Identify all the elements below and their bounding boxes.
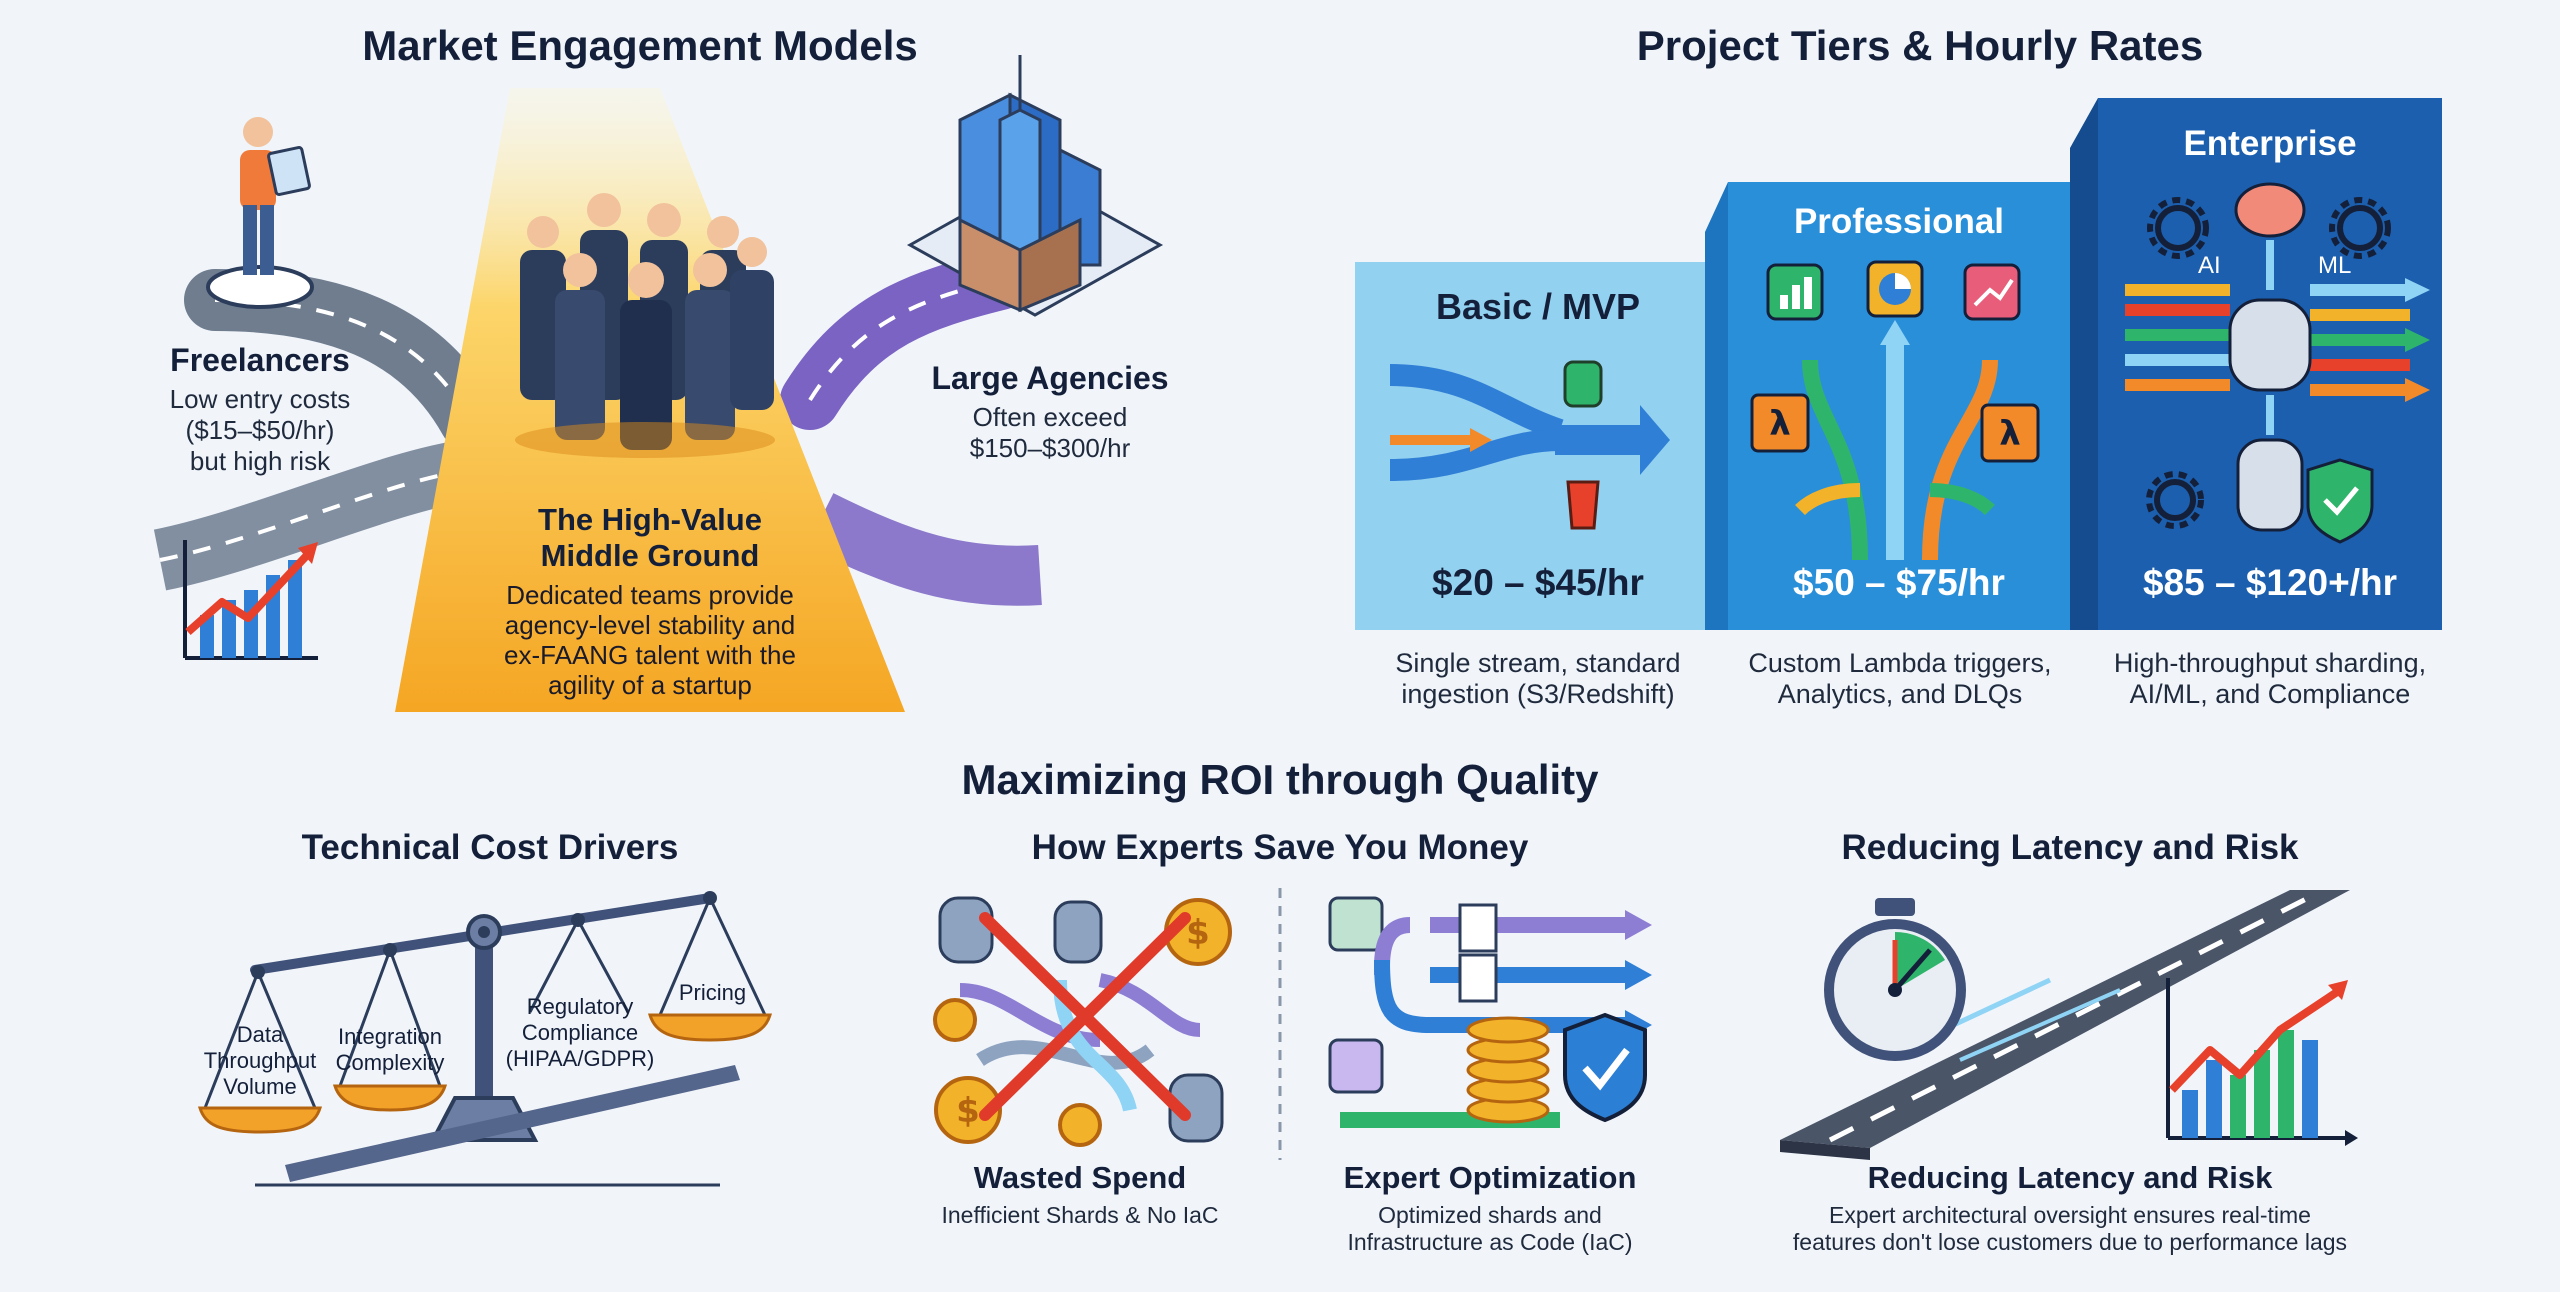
wasted-spend-desc: Inefficient Shards & No IaC <box>880 1202 1280 1229</box>
latency-caption-desc: Expert architectural oversight ensures r… <box>1740 1202 2400 1256</box>
cost-driver-line: Throughput <box>203 1048 317 1073</box>
cost-driver-line: (HIPAA/GDPR) <box>505 1046 655 1071</box>
expert-optimization-line: Infrastructure as Code (IaC) <box>1347 1229 1633 1255</box>
cost-driver-compliance: Regulatory Compliance (HIPAA/GDPR) <box>495 994 665 1072</box>
agency-building-icon <box>906 55 1164 317</box>
enterprise-ml-badge: ML <box>2318 252 2352 279</box>
cost-driver-line: Integration <box>338 1024 442 1049</box>
tier-enterprise-desc: High-throughput sharding, AI/ML, and Com… <box>2080 648 2460 710</box>
tier-professional-desc: Custom Lambda triggers, Analytics, and D… <box>1710 648 2090 710</box>
enterprise-sharding-icon <box>2125 182 2430 544</box>
freelancers-line: ($15–$50/hr) <box>185 415 335 445</box>
freelancers-title: Freelancers <box>170 342 350 378</box>
latency-growth-chart-icon <box>2166 978 2358 1146</box>
tier-enterprise-panel <box>2070 98 2442 630</box>
svg-text:$: $ <box>956 1091 980 1131</box>
svg-text:$: $ <box>1186 913 1210 953</box>
wasted-spend-title: Wasted Spend <box>973 1160 1187 1195</box>
tier-basic-name: Basic / MVP <box>1435 286 1641 327</box>
tier-enterprise-name: Enterprise <box>2183 124 2357 163</box>
roi-title: Maximizing ROI through Quality <box>961 756 1599 803</box>
latency-title: Reducing Latency and Risk <box>1841 828 2299 867</box>
agencies-desc: Often exceed $150–$300/hr <box>910 402 1190 464</box>
tier-basic-desc: Single stream, standard ingestion (S3/Re… <box>1335 648 1741 710</box>
expert-optimization-icon <box>1328 896 1652 1128</box>
wasted-spend-icon: $ $ <box>933 896 1232 1147</box>
tier-professional-price: $50 – $75/hr <box>1793 562 2005 603</box>
experts-title: How Experts Save You Money <box>1031 828 1529 867</box>
enterprise-ai-badge: AI <box>2198 252 2221 279</box>
growth-chart-icon <box>183 540 318 660</box>
agencies-line: $150–$300/hr <box>969 433 1131 463</box>
latency-road-icon <box>1780 889 2350 1160</box>
freelancers-line: but high risk <box>189 446 331 476</box>
tier-basic-desc-line: Single stream, standard <box>1395 648 1681 678</box>
tier-basic-desc-line: ingestion (S3/Redshift) <box>1401 679 1675 709</box>
professional-analytics-icon: λ λ <box>1750 260 2040 561</box>
middle-ground-title-line: Middle Ground <box>540 538 760 573</box>
tier-basic-price: $20 – $45/hr <box>1432 562 1644 603</box>
middle-ground-desc: Dedicated teams provide agency-level sta… <box>430 580 870 700</box>
latency-caption-title: Reducing Latency and Risk <box>1867 1160 2273 1195</box>
team-people-icon <box>515 193 775 458</box>
stopwatch-icon <box>1824 898 1966 1061</box>
middle-ground-line: ex-FAANG talent with the <box>504 640 796 670</box>
tier-enterprise-desc-line: AI/ML, and Compliance <box>2129 679 2411 709</box>
agencies-line: Often exceed <box>972 402 1128 432</box>
tier-professional-desc-line: Analytics, and DLQs <box>1777 679 2023 709</box>
tiers-title: Project Tiers & Hourly Rates <box>1636 22 2204 69</box>
tier-enterprise-price: $85 – $120+/hr <box>2142 562 2398 603</box>
middle-ground-line: agency-level stability and <box>504 610 796 640</box>
freelancers-desc: Low entry costs ($15–$50/hr) but high ri… <box>120 384 400 477</box>
wasted-spend-line: Inefficient Shards & No IaC <box>941 1202 1219 1228</box>
svg-text:λ: λ <box>1769 404 1791 444</box>
tier-professional-name: Professional <box>1793 202 2005 241</box>
expert-optimization-title: Expert Optimization <box>1343 1160 1637 1195</box>
latency-caption-line: Expert architectural oversight ensures r… <box>1829 1202 2311 1228</box>
tier-enterprise-desc-line: High-throughput sharding, <box>2113 648 2427 678</box>
basic-stream-icon <box>1389 360 1670 530</box>
cost-driver-line: Compliance <box>521 1020 639 1045</box>
middle-ground-line: agility of a startup <box>548 670 752 700</box>
tier-professional-desc-line: Custom Lambda triggers, <box>1748 648 2052 678</box>
expert-optimization-desc: Optimized shards and Infrastructure as C… <box>1300 1202 1680 1256</box>
freelancer-person-icon <box>206 117 314 309</box>
middle-ground-title: The High-Value Middle Ground <box>440 502 860 574</box>
cost-driver-line: Regulatory <box>526 994 634 1019</box>
cost-driver-line: Data <box>236 1022 284 1047</box>
agencies-title: Large Agencies <box>931 360 1169 396</box>
cost-drivers-title: Technical Cost Drivers <box>301 828 679 867</box>
freelancers-line: Low entry costs <box>169 384 351 414</box>
cost-driver-line: Complexity <box>335 1050 445 1075</box>
latency-caption-line: features don't lose customers due to per… <box>1792 1229 2348 1255</box>
middle-ground-title-line: The High-Value <box>538 502 762 537</box>
svg-text:λ: λ <box>1999 414 2021 454</box>
cost-driver-line: Pricing <box>678 980 747 1005</box>
market-title: Market Engagement Models <box>362 22 918 69</box>
cost-driver-line: Volume <box>223 1074 297 1099</box>
cost-driver-integration: Integration Complexity <box>320 1024 460 1076</box>
cost-driver-throughput: Data Throughput Volume <box>180 1022 340 1100</box>
middle-ground-line: Dedicated teams provide <box>506 580 794 610</box>
expert-optimization-line: Optimized shards and <box>1378 1202 1602 1228</box>
cost-driver-pricing: Pricing <box>655 980 770 1006</box>
